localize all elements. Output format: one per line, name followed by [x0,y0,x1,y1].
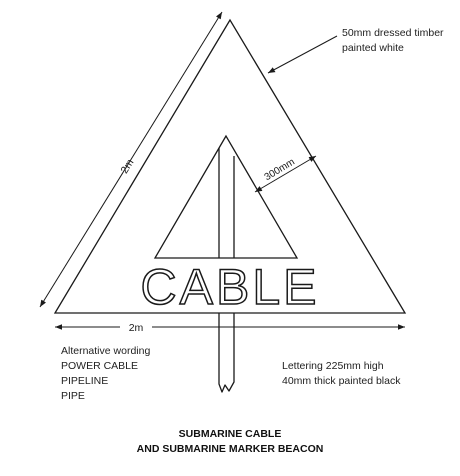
timber-leader-arrow [267,35,338,74]
timber-note: 50mm dressed timber painted white [342,26,444,56]
alternative-wording-note: Alternative wording POWER CABLE PIPELINE… [61,344,150,404]
caption-line-1: SUBMARINE CABLE [178,428,282,440]
side-dimension-label: 2m [119,157,137,176]
alternative-wording-item: POWER CABLE [61,360,139,372]
timber-note-line-2: painted white [342,42,404,54]
alternative-wording-item: PIPE [61,390,85,402]
timber-note-line-1: 50mm dressed timber [342,27,444,39]
lettering-note-line-2: 40mm thick painted black [282,375,401,387]
diagram-caption: SUBMARINE CABLE AND SUBMARINE MARKER BEA… [0,427,460,457]
sign-lettering: CABLE [141,259,320,315]
timber-post [218,142,235,393]
base-dimension-label: 2m [129,322,144,334]
lettering-note: Lettering 225mm high 40mm thick painted … [282,359,400,389]
side-dimension-line [39,11,223,308]
alternative-wording-heading: Alternative wording [61,345,151,357]
alternative-wording-item: PIPELINE [61,375,109,387]
lettering-note-line-1: Lettering 225mm high [282,360,384,372]
offset-dimension-line [254,155,317,193]
caption-line-2: AND SUBMARINE MARKER BEACON [136,443,324,455]
